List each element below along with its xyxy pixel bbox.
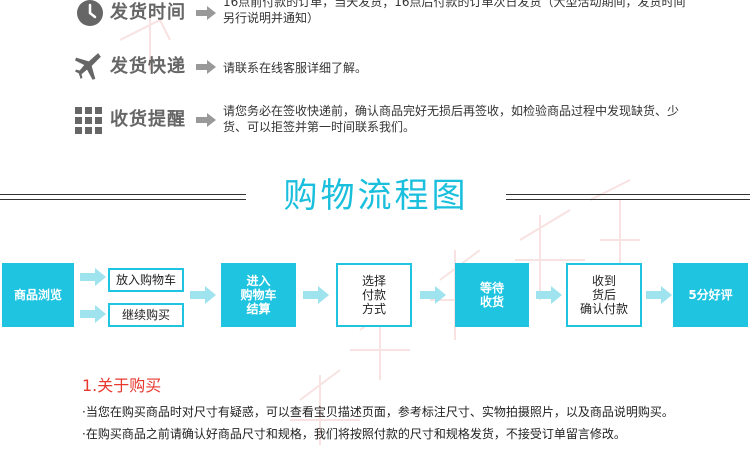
header-divider-right	[506, 194, 750, 195]
flow-arrow-icon	[303, 286, 329, 304]
flow-arrow-icon	[536, 286, 562, 304]
purchase-note: ·在购买商品之前请确认好商品尺寸和规格，我们将按照付款的尺寸和规格发货，不接受订…	[82, 427, 626, 441]
section-title: 购物流程图	[283, 176, 469, 216]
flow-arrow-icon	[80, 268, 106, 286]
right-arrow-icon	[196, 60, 216, 74]
right-arrow-icon	[196, 113, 216, 127]
flow-step-browse: 商品浏览	[2, 263, 74, 327]
flow-step-continue-buy: 继续购买	[108, 303, 184, 327]
info-title-courier: 发货快递	[110, 56, 186, 77]
info-text-ship-time: 16点前付款的订单，当天发货；16点后付款的订单次日发货（大型活动期间，发货时间…	[223, 0, 686, 25]
grid-icon	[75, 107, 102, 134]
info-title-receipt-reminder: 收货提醒	[110, 109, 186, 130]
flow-step-wait-ship: 等待 收货	[455, 263, 529, 327]
info-text-courier: 请联系在线客服详细了解。	[223, 61, 368, 75]
info-text-receipt-reminder: 请您务必在签收快递前，确认商品完好无损后再签收，如检验商品过程中发现缺货、少货、…	[223, 104, 680, 134]
flow-arrow-icon	[80, 305, 106, 323]
about-purchase-title: 1.关于购买	[82, 376, 162, 395]
flow-step-payment: 选择 付款 方式	[336, 263, 412, 327]
flow-arrow-icon	[646, 286, 672, 304]
flow-step-enter-cart: 进入 购物车 结算	[221, 263, 296, 327]
flow-arrow-icon	[420, 286, 446, 304]
flow-step-add-cart: 放入购物车	[108, 268, 184, 292]
right-arrow-icon	[196, 6, 216, 20]
flow-step-confirm-pay: 收到 货后 确认付款	[566, 263, 642, 327]
purchase-note: ·当您在购买商品时对尺寸有疑惑，可以查看宝贝描述页面，参考标注尺寸、实物拍摄照片…	[82, 405, 674, 419]
header-divider-left	[0, 194, 246, 195]
clock-icon	[77, 0, 103, 26]
flow-step-review: 5分好评	[673, 263, 748, 327]
header-divider-left	[0, 199, 246, 200]
header-divider-right	[506, 199, 750, 200]
info-title-ship-time: 发货时间	[110, 2, 186, 23]
airplane-icon	[75, 53, 101, 80]
flow-arrow-icon	[190, 286, 216, 304]
